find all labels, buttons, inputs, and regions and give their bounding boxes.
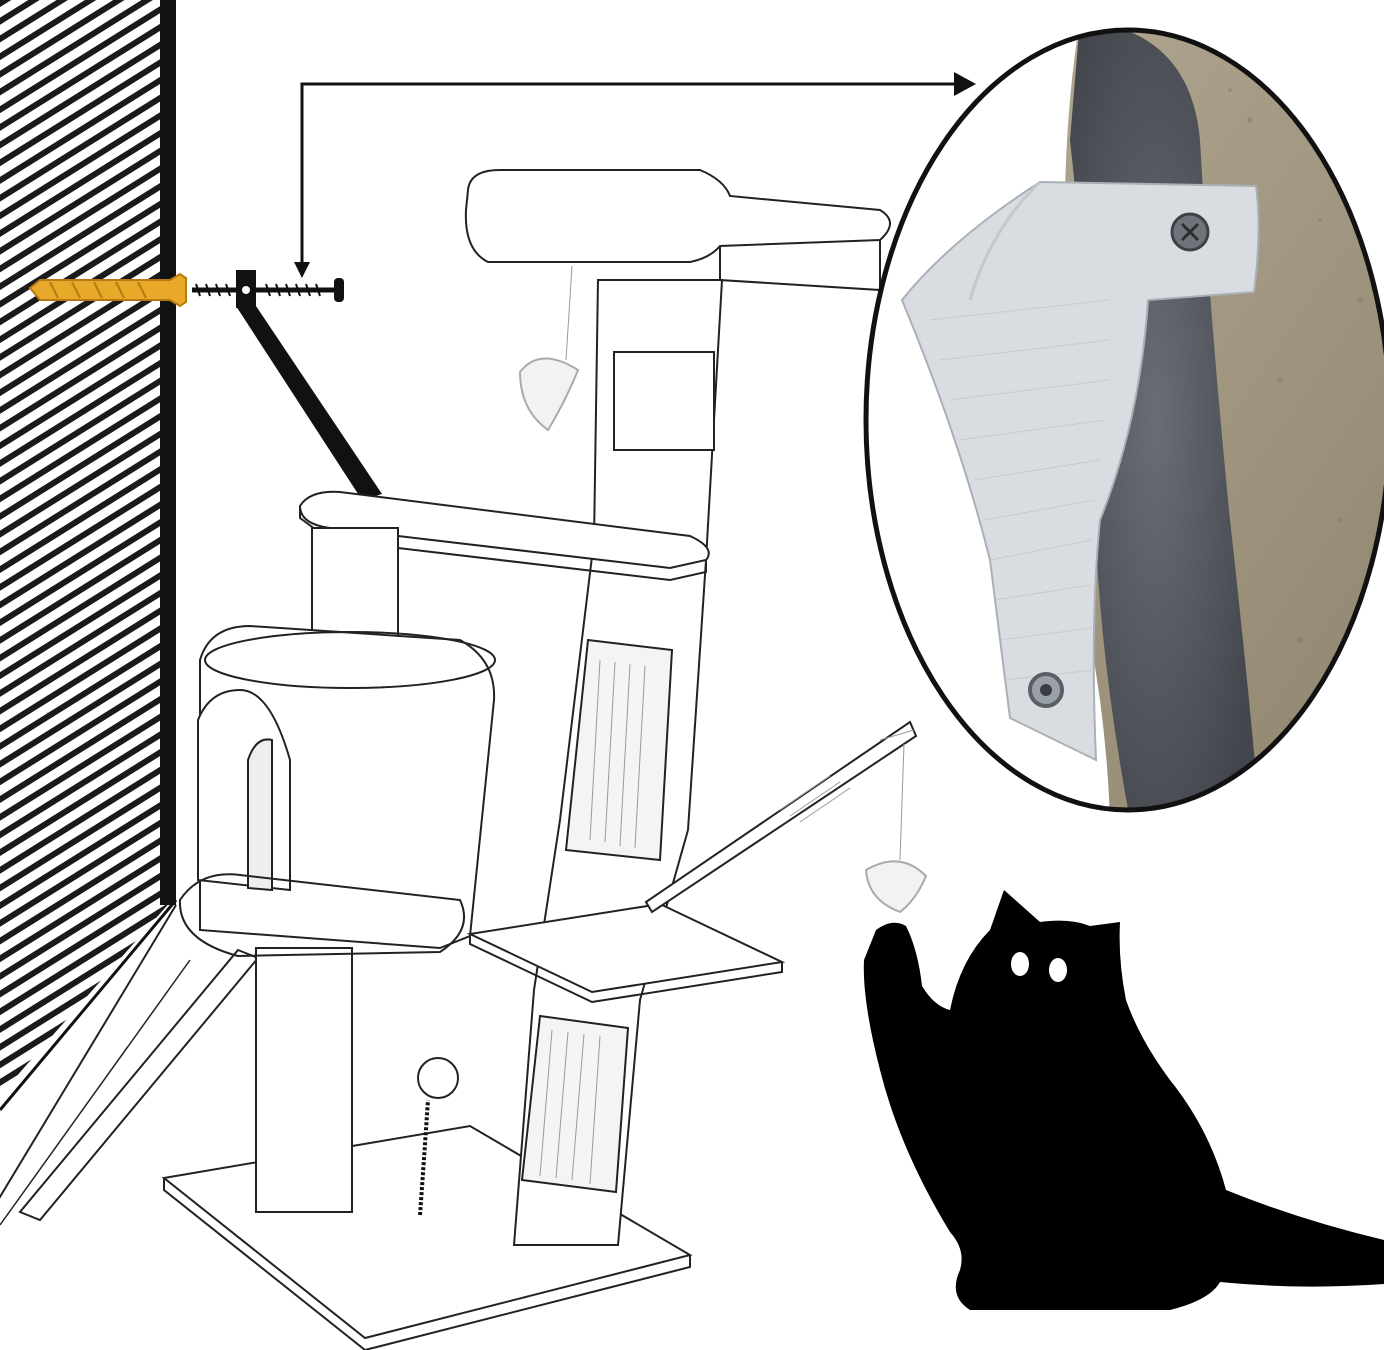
screw-icon [192,278,344,302]
cat-icon [863,890,1384,1310]
cat-eye-left [1011,952,1029,976]
wall [0,0,260,1226]
cat-tree-outline [161,169,928,1350]
connector-arrow [294,72,976,278]
strap-icon [236,270,382,500]
yellow-anchor-icon [28,272,187,308]
cat-eye-right [1049,958,1067,982]
magnified-strap-photo [863,27,1384,813]
